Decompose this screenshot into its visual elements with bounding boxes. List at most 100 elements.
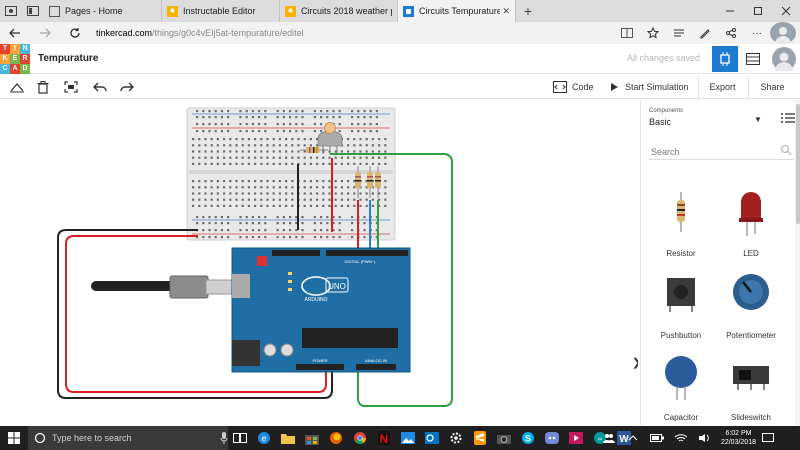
list-view-icon[interactable] (781, 112, 795, 124)
photos-icon[interactable] (396, 426, 420, 450)
notes-icon[interactable] (692, 22, 718, 44)
project-title[interactable]: Tempurature (38, 53, 99, 64)
forward-icon[interactable] (30, 22, 60, 44)
panel-collapse-chevron-icon[interactable]: ❯ (632, 356, 638, 372)
search-input[interactable] (649, 144, 774, 160)
skype-icon[interactable]: S (516, 426, 540, 450)
component-potentiometer[interactable]: Potentiometer (721, 270, 781, 340)
close-icon[interactable] (772, 0, 800, 22)
rotate-icon[interactable] (6, 77, 28, 97)
panel-scrollbar[interactable] (795, 100, 800, 425)
chrome-icon[interactable] (348, 426, 372, 450)
delete-icon[interactable] (32, 77, 54, 97)
search-icon[interactable] (780, 144, 792, 156)
fit-view-icon[interactable] (60, 77, 82, 97)
hub-icon[interactable] (666, 22, 692, 44)
arduino-ide-icon[interactable]: ∞ (588, 426, 612, 450)
battery-icon[interactable] (645, 426, 669, 450)
wifi-icon[interactable] (669, 426, 693, 450)
back-icon[interactable] (0, 22, 30, 44)
breadboard-hole (264, 216, 267, 219)
browser-tab[interactable]: Instructable Editor (162, 0, 280, 22)
component-category-select[interactable]: Basic (649, 117, 672, 127)
breadboard[interactable] (186, 107, 396, 241)
circuit-view-button[interactable] (712, 46, 738, 72)
circuit-canvas[interactable]: ARDUINO UNO DIGITAL (PWM~) POWER ANALOG … (0, 100, 638, 425)
volume-icon[interactable] (693, 426, 717, 450)
breadboard-hole (210, 180, 213, 183)
user-avatar[interactable] (772, 47, 796, 80)
arduino-uno[interactable] (231, 247, 411, 373)
browser-tab[interactable]: Pages - Home (44, 0, 162, 22)
start-simulation-button[interactable]: Start Simulation (610, 78, 689, 96)
undo-icon[interactable] (89, 77, 111, 97)
breadboard-resistor[interactable] (300, 147, 328, 153)
reading-view-icon[interactable] (614, 22, 640, 44)
code-button[interactable]: Code (553, 78, 594, 96)
maximize-icon[interactable] (744, 0, 772, 22)
share-button[interactable]: Share (748, 76, 796, 98)
microphone-icon[interactable] (220, 432, 228, 444)
breadboard-hole (216, 198, 219, 201)
breadboard-hole (375, 236, 378, 239)
firefox-icon[interactable] (324, 426, 348, 450)
breadboard-hole (316, 138, 319, 141)
temperature-sensor[interactable] (317, 130, 343, 154)
url-field[interactable]: tinkercad.com/things/g0c4vEIj5at-tempura… (96, 28, 614, 38)
word-icon[interactable]: W (612, 426, 636, 450)
browser-tab[interactable]: Circuits 2018 weather proje (280, 0, 398, 22)
edge-browser-icon[interactable]: e (252, 426, 276, 450)
refresh-icon[interactable] (60, 22, 90, 44)
camera-icon[interactable] (492, 426, 516, 450)
browser-tab-active[interactable]: Circuits Tempurature | T ✕ (398, 0, 516, 22)
component-pushbutton[interactable]: Pushbutton (651, 270, 711, 340)
wires[interactable] (57, 153, 453, 407)
task-view-icon[interactable] (228, 426, 252, 450)
notifications-icon[interactable] (756, 426, 780, 450)
discord-icon[interactable] (540, 426, 564, 450)
breadboard-resistor[interactable] (375, 166, 381, 198)
close-tab-icon[interactable]: ✕ (502, 5, 510, 16)
component-led[interactable]: LED (721, 188, 781, 258)
breadboard-hole (264, 116, 267, 119)
breadboard-resistor[interactable] (367, 166, 373, 198)
component-resistor[interactable]: Resistor (651, 188, 711, 258)
minimize-icon[interactable] (716, 0, 744, 22)
netflix-icon[interactable]: N (372, 426, 396, 450)
sublime-icon[interactable] (468, 426, 492, 450)
taskbar-clock[interactable]: 6:02 PM 22/03/2018 (721, 429, 756, 447)
schematic-view-button[interactable] (740, 46, 766, 72)
windows-start-icon[interactable] (0, 426, 28, 450)
chevron-down-icon[interactable]: ▼ (754, 115, 762, 124)
tinkercad-logo[interactable]: T I N K E R C A D (0, 43, 30, 74)
file-explorer-icon[interactable] (276, 426, 300, 450)
breadboard-hole (316, 186, 319, 189)
more-icon[interactable]: ··· (752, 27, 762, 39)
outlook-icon[interactable] (420, 426, 444, 450)
redo-icon[interactable] (116, 77, 138, 97)
share-icon[interactable] (718, 22, 744, 44)
people-icon[interactable] (597, 426, 621, 450)
taskbar-search[interactable]: Type here to search (28, 426, 228, 450)
export-button[interactable]: Export (698, 76, 746, 98)
browser-avatar[interactable] (770, 22, 796, 44)
settings-gear-icon[interactable] (444, 426, 468, 450)
new-tab-icon[interactable]: + (523, 3, 533, 19)
store-icon[interactable] (300, 426, 324, 450)
breadboard-hole (223, 192, 226, 195)
favorite-star-icon[interactable] (640, 22, 666, 44)
media-icon[interactable] (564, 426, 588, 450)
component-label: Capacitor (663, 413, 699, 422)
logo-letter: K (0, 53, 10, 64)
breadboard-hole (227, 236, 230, 239)
breadboard-hole (295, 123, 298, 126)
component-capacitor[interactable]: Capacitor (651, 352, 711, 422)
chevron-up-icon[interactable] (621, 426, 645, 450)
component-slideswitch[interactable]: Slideswitch (721, 352, 781, 422)
set-aside-tabs-icon[interactable] (22, 0, 44, 22)
breadboard-resistor[interactable] (355, 166, 361, 198)
scrollbar-thumb[interactable] (796, 104, 800, 224)
tab-title: Circuits 2018 weather proje (301, 6, 392, 16)
tab-preview-icon[interactable] (0, 0, 22, 22)
usb-cable[interactable] (91, 275, 233, 299)
